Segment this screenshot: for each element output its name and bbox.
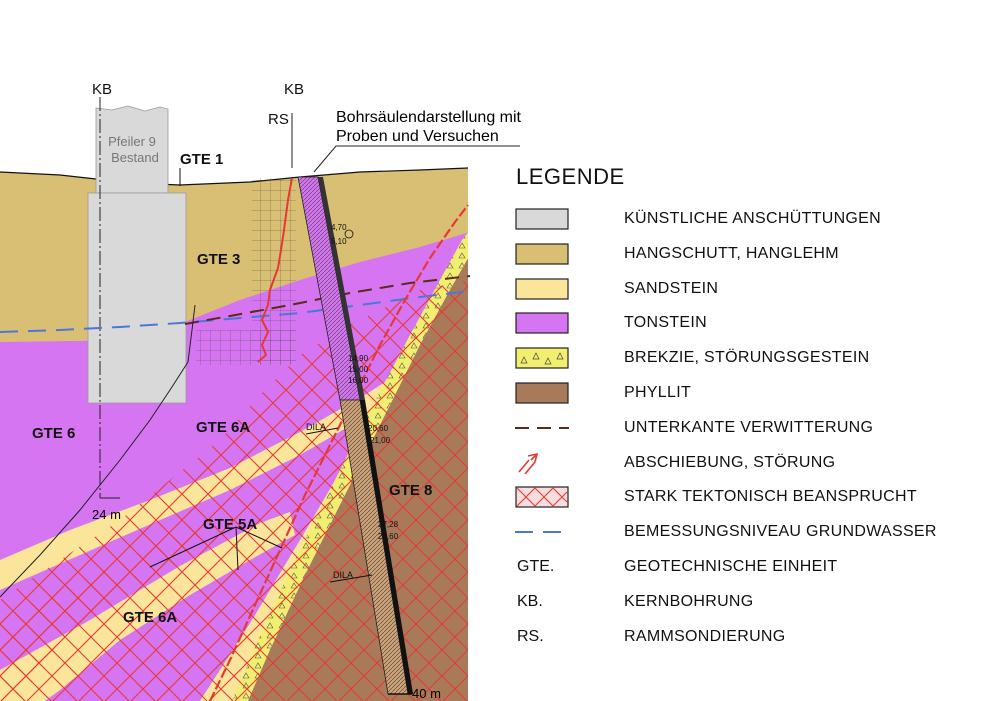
rammsondierung-diagram: [196, 177, 296, 365]
legend-label: UNTERKANTE VERWITTERUNG: [624, 418, 874, 436]
legend-item-anschuettungen: KÜNSTLICHE ANSCHÜTTUNGEN: [515, 206, 995, 241]
boundary-line-gte6: [0, 361, 189, 598]
sample-label: 16,00: [348, 376, 369, 385]
legend-item-verwitterung: UNTERKANTE VERWITTERUNG: [515, 415, 995, 450]
dila-marker-upper: [305, 427, 339, 435]
column-note-leader: [313, 145, 520, 173]
sample-label: 5,10: [331, 237, 347, 246]
legend-item-gte: GTE. GEOTECHNISCHE EINHEIT: [515, 554, 995, 589]
swatch-red-hatch-icon: [515, 486, 569, 508]
legend-item-rs: RS. RAMMSONDIERUNG: [515, 624, 995, 659]
unit-label-gte5a: GTE 5A: [203, 516, 257, 533]
column-note-line1: Bohrsäulendarstellung mit: [336, 109, 522, 126]
bohrsaeule-column: [297, 176, 413, 695]
legend-item-tektonisch: STARK TEKTONISCH BEANSPRUCHT: [515, 484, 995, 519]
unit-label-gte6a-upper: GTE 6A: [196, 419, 250, 436]
ground-surface-line: [0, 167, 469, 186]
legend-label: BEMESSUNGSNIVEAU GRUNDWASSER: [624, 523, 937, 541]
gte5a-leaders: [149, 526, 283, 571]
depth-left-label: 24 m: [92, 507, 121, 522]
swatch-grey-icon: [515, 208, 569, 230]
sample-label: 20,60: [368, 424, 389, 433]
dashed-brown-line-icon: [515, 426, 569, 429]
unit-label-gte3: GTE 3: [197, 251, 240, 268]
legend-abbr: KB.: [517, 592, 543, 610]
unit-label-gte1: GTE 1: [180, 151, 223, 168]
swatch-sand-icon: [515, 277, 569, 300]
legend-label: KERNBOHRUNG: [624, 592, 754, 610]
unit-label-gte6: GTE 6: [32, 425, 75, 442]
legend-label: GEOTECHNISCHE EINHEIT: [624, 557, 838, 575]
unit-label-gte6a-lower: GTE 6A: [123, 609, 177, 626]
legend-item-hangschutt: HANGSCHUTT, HANGLEHM: [515, 241, 995, 276]
grundwasser-line: [0, 290, 471, 333]
legend-item-tonstein: TONSTEIN: [515, 310, 995, 345]
borehole-rs-label: RS: [268, 111, 289, 128]
swatch-purple-icon: [515, 312, 569, 334]
boundary-line-hangschutt: [187, 304, 196, 363]
legend-item-abschiebung: ABSCHIEBUNG, STÖRUNG: [515, 450, 995, 485]
fault-arrows-icon: [518, 452, 539, 474]
abschiebung-fault-line: [209, 204, 469, 701]
legend-label: KÜNSTLICHE ANSCHÜTTUNGEN: [624, 210, 882, 227]
legend-title: LEGENDE: [516, 164, 625, 189]
sample-label: 4,70: [331, 223, 347, 232]
legend-abbr: GTE.: [517, 557, 555, 575]
legend-label: TONSTEIN: [624, 314, 708, 332]
legend-label: SANDSTEIN: [624, 279, 719, 297]
legend-item-kb: KB. KERNBOHRUNG: [515, 589, 995, 624]
dila-label-upper: DILA: [306, 422, 326, 432]
borehole-kb-left-label: KB: [92, 81, 112, 98]
sample-label: 14,90: [348, 354, 369, 363]
sample-label: 27,60: [378, 532, 399, 541]
unterkante-verwitterung-line: [184, 275, 471, 325]
legend-label: HANGSCHUTT, HANGLEHM: [624, 244, 839, 262]
column-note-line2: Proben und Versuchen: [336, 128, 499, 145]
pillar-status: Bestand: [111, 150, 159, 165]
legend: LEGENDE KÜNSTLICHE ANSCHÜTTUNGEN HANGSCH…: [515, 164, 995, 658]
sample-label: 21,00: [370, 436, 391, 445]
swatch-tan-icon: [515, 243, 569, 265]
legend-item-brekzie: BREKZIE, STÖRUNGSGESTEIN: [515, 345, 995, 380]
legend-label: PHYLLIT: [624, 383, 692, 401]
depth-right-label: 40 m: [412, 686, 441, 701]
dila-label-lower: DILA: [333, 570, 353, 580]
legend-label: BREKZIE, STÖRUNGSGESTEIN: [624, 349, 870, 367]
legend-label: RAMMSONDIERUNG: [624, 627, 786, 645]
legend-item-sandstein: SANDSTEIN: [515, 276, 995, 311]
legend-label: ABSCHIEBUNG, STÖRUNG: [624, 453, 836, 471]
legend-item-grundwasser: BEMESSUNGSNIVEAU GRUNDWASSER: [515, 519, 995, 554]
borehole-kb-right-label: KB: [284, 81, 304, 98]
dashed-blue-line-icon: [515, 531, 569, 534]
pillar-name: Pfeiler 9: [108, 134, 156, 149]
legend-abbr: RS.: [517, 627, 544, 645]
swatch-brown-icon: [515, 382, 569, 404]
swatch-breccia-icon: [515, 347, 569, 369]
sample-circle-icon: [344, 229, 354, 239]
legend-label: STARK TEKTONISCH BEANSPRUCHT: [624, 488, 917, 506]
dila-marker-lower: [329, 574, 373, 583]
legend-item-phyllit: PHYLLIT: [515, 380, 995, 415]
sample-label: 15,00: [348, 365, 369, 374]
sample-label: 27,28: [378, 520, 399, 529]
unit-label-gte8: GTE 8: [389, 482, 432, 499]
pillar-9: [87, 105, 187, 404]
tektonisch-beansprucht-zone-left: [0, 520, 215, 701]
